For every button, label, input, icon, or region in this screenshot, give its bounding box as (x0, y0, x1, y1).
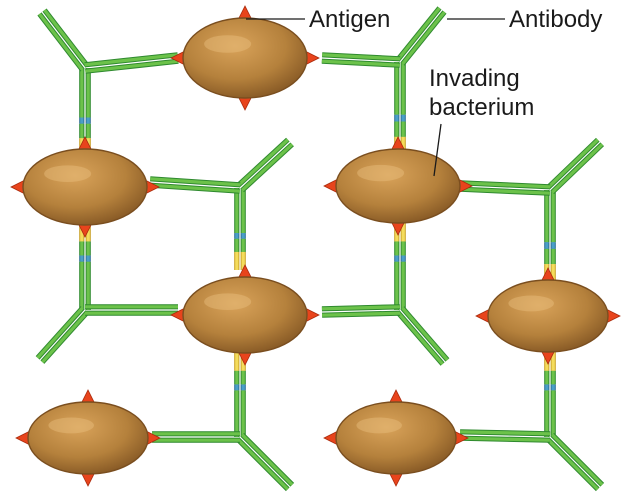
bacterium-group (10, 5, 621, 487)
bacterium (10, 136, 160, 238)
bacterium-label-line2: bacterium (429, 94, 534, 121)
bacterium-body (182, 276, 308, 354)
bacterium-highlight (48, 417, 94, 434)
bacterium-body (487, 279, 609, 353)
bacterium (170, 5, 320, 111)
antigen-callout: Antigen (246, 6, 390, 33)
antibody (37, 8, 179, 158)
bacterium-highlight (204, 293, 252, 311)
bacterium-body (22, 148, 148, 226)
bacterium (15, 389, 161, 487)
antigen-label: Antigen (309, 6, 390, 33)
antibody-group (35, 6, 605, 492)
antibody-label: Antibody (509, 6, 602, 33)
bacterium-leader-line (433, 123, 442, 177)
bacterium-body (335, 148, 461, 224)
bacterium (170, 264, 320, 366)
bacterium-body (335, 401, 457, 475)
bacterium-highlight (204, 35, 252, 53)
antibody-callout: Antibody (447, 6, 602, 33)
bacterium-callout: Invading bacterium (429, 65, 534, 177)
bacterium-highlight (357, 164, 405, 182)
antibody (459, 352, 605, 492)
bacterium-highlight (356, 417, 403, 434)
antibody (321, 222, 450, 366)
bacterium-highlight (508, 295, 554, 312)
bacterium-label-line1: Invading (429, 65, 520, 92)
antibody (152, 352, 295, 492)
bacterium (323, 136, 473, 236)
bacterium (475, 267, 621, 365)
antibody (35, 222, 178, 364)
bacterium (323, 389, 469, 487)
bacterium-highlight (44, 165, 92, 183)
bacterium-body (27, 401, 149, 475)
bacterium-body (182, 17, 308, 99)
antibody (149, 137, 294, 270)
antibody (459, 137, 605, 285)
